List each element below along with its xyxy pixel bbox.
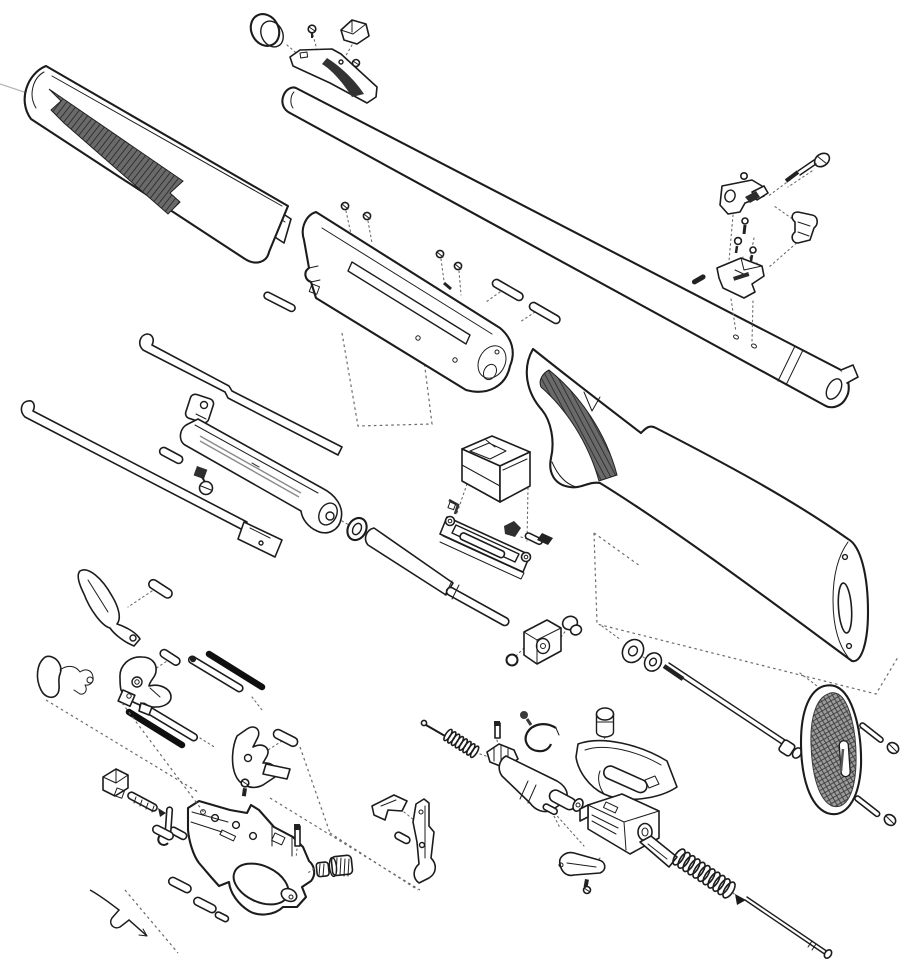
detent-spring: detent spring [127,791,166,817]
front-sight-blade: front sight blade [340,19,370,45]
trigger-plate-pins: trigger plate pins [151,806,230,923]
locking-wedge: locking wedge [558,851,606,877]
barrel: barrel [281,86,859,409]
hammer-group: carrier dog carrier dog pin sear sear wi… [36,569,299,789]
rear-sight-base: rear sight base [719,179,769,215]
carrier-latch-group: latch key latch pin carrier latch lever [371,794,437,884]
recoil-pad-screw-2: recoil pad screw 2 [854,795,897,827]
buffer-block: buffer block [184,393,215,424]
bolt-carrier: bolt carrier block [579,793,660,855]
grip-checkering: grip checkering panel [539,369,618,482]
receiver-cover-screws: receiver cover screws [340,201,463,271]
rear-sight-screws: rear sight screws [733,172,757,262]
latch-key: latch key [371,794,408,821]
front-sight-base-screw: front sight base screw [351,58,361,68]
disconnector: disconnector [231,726,291,789]
rear-sight-step-base: rear sight step base [716,257,765,299]
slide-screw: slide screw [193,466,214,496]
hammer-spring-1: hammer spring 1 [205,650,266,691]
slide-pin: slide pin [158,446,184,465]
detent-block: safety detent block [102,768,129,799]
receiver-cover-group: receiver cover screws receiver pin left … [263,201,561,427]
recoil-pad-group: recoil pad recoil pad screw 1 recoil pad… [799,672,900,827]
rear-sight-group: rear sight elevation screw rear sight sc… [691,152,831,342]
retaining-ring: retaining ring [505,653,519,667]
trigger-plate-group: trigger plate pins trigger plate screw t… [89,778,354,937]
magazine-guide: magazine guide frame [439,515,532,580]
spring-guide-1: spring guide 1 [187,655,244,693]
bolt-assembly-group: firing pin firing pin spring bolt pin ex… [420,707,833,959]
buttstock: buttstock [525,347,870,663]
magazine-box: magazine box [461,435,531,503]
trigger-plate-stud: trigger plate stud pin [294,824,301,859]
recoil-pad: recoil pad [799,684,863,816]
bolt-slide: bolt slide [179,418,343,534]
front-sight-hood: front sight hood [249,13,284,48]
wedge-screw: wedge screw [582,879,592,895]
operating-handle: operating handle plug [595,707,615,738]
action-bar-front: front action bar [20,400,283,558]
action-bars-group: rear action bar front action bar [20,333,343,558]
receiver-pin-right-2: receiver pin right 2 [528,301,561,325]
magazine-group: magazine box magazine clip magazine guid… [364,435,583,667]
takedown-cap: takedown cap [561,615,583,636]
hammer-spring-2: hammer spring 2 [125,708,186,749]
forend-group: forend liner forend forend checkering pa… [23,64,292,264]
sear: sear [36,655,62,699]
rear-sight-aperture: rear sight aperture [791,211,818,244]
magazine-tube: magazine tube [364,527,510,627]
cam-plate: cam plate [575,739,678,801]
safety-detent-group: safety detent block detent spring retain… [102,768,188,846]
rear-sight-pin: rear sight pin [691,274,706,285]
bolt-pin: bolt pin [494,721,501,739]
carrier-finger: carrier finger bar [639,835,678,868]
trigger-plate-screw: trigger plate screw [240,778,250,797]
extractor: extractor [524,723,560,753]
stock-bolt: stock bolt [662,662,803,759]
firing-pin-spring: firing pin spring [443,728,480,759]
spring-cap: spring cap [138,702,153,716]
takedown-block: takedown block [523,619,562,665]
disconnector-pin: disconnector pin [272,728,299,748]
rear-sight-elevation-screw: rear sight elevation screw [784,152,831,183]
safety-button: safety button [305,854,354,878]
receiver-pin-right-1: receiver pin right 1 [491,278,524,302]
bolt-slide-group: buffer block bolt slide slide pin slide … [158,393,368,542]
sear-spring: sear wire spring [59,665,94,695]
construction-lines [45,699,421,954]
firing-pin: firing pin [420,719,446,737]
magazine-latch-pin: magazine latch pin [524,532,553,546]
front-sight-ramp: front sight ramp [289,48,378,104]
recoil-pad-screw-1: recoil pad screw 1 [859,722,900,755]
front-sight-screw: front sight screw [307,24,317,38]
forend-checkering: forend checkering panel [48,88,184,215]
hammer-pin: hammer pin [159,648,181,666]
lock-nut: lock nut [117,689,136,708]
latch-pin: latch pin [394,831,411,845]
stock-group: buttstock grip checkering panel stock bo… [525,347,899,759]
magazine-latch: magazine latch [504,521,521,537]
bolt-end-pin: bolt end pin [542,803,558,816]
trigger-wire-spring: trigger wire spring [89,889,148,937]
carrier-latch: carrier latch lever [412,798,437,884]
recoil-spring: recoil spring [672,848,736,899]
receiver-cover: receiver cover [301,210,514,393]
action-spring-rod: action spring rod [735,894,833,959]
breech-bolt: breech bolt [486,743,584,813]
action-bar-rear: rear action bar [138,333,343,456]
receiver-pin-left: receiver pin left [263,291,296,313]
front-sight-group: front sight hood front sight screw front… [249,13,378,104]
extractor-rivet: extractor rivet [520,711,533,726]
magazine-clip: magazine clip [447,498,460,515]
stock-washers: stock bolt washers [621,638,663,672]
carrier-dog-pin: carrier dog pin [148,578,173,599]
o-ring: o-ring [346,516,368,542]
carrier-dog: carrier dog [77,569,141,647]
